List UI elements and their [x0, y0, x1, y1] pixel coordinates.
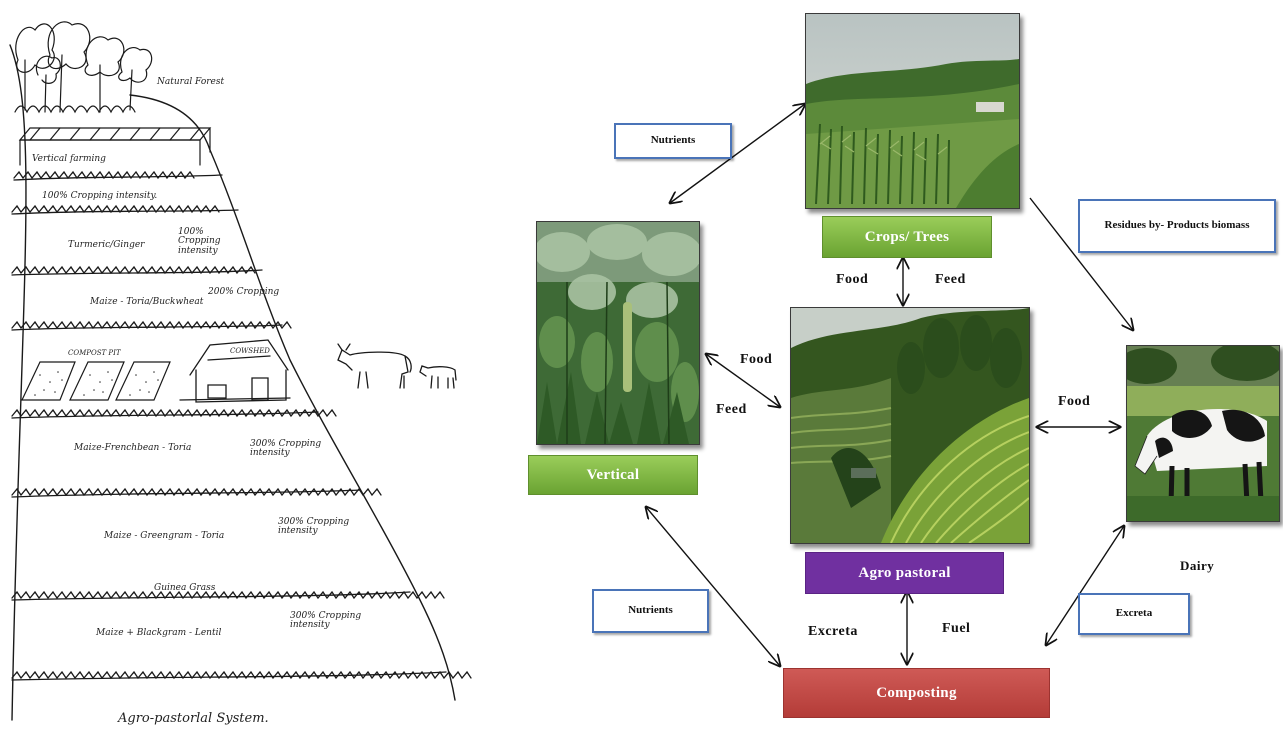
natural-forest-label: Natural Forest [157, 77, 225, 87]
nutrients-tag-top: Nutrients [614, 123, 732, 159]
food-label-dairy: Food [1058, 394, 1091, 409]
maize-blackgram-label: Maize + Blackgram - Lentil [96, 628, 222, 638]
cowshed-drawing [179, 339, 291, 403]
forest-trees [14, 21, 153, 114]
terrace-lines [11, 170, 472, 681]
hill-drawing [9, 21, 472, 721]
calf-drawing [419, 365, 457, 389]
maize-toria-buckwheat-label: Maize - Toria/Buckwheat [90, 297, 204, 307]
cropping-intensity-100-label: 100% Cropping intensity. [42, 191, 158, 201]
vertical-node: Vertical [528, 455, 698, 495]
agro-photo-art [791, 308, 1029, 543]
cropping-intensity-100b-label: 100% Cropping intensity [178, 227, 221, 256]
agro-pastoral-photo [790, 307, 1030, 544]
cropping-intensity-300a-label: 300% Cropping intensity [250, 439, 322, 459]
crops-photo-art [806, 14, 1019, 208]
cowshed-label: COWSHED [230, 347, 270, 355]
maize-greengram-label: Maize - Greengram - Toria [104, 531, 225, 541]
crops-trees-photo [805, 13, 1020, 209]
hill-left-edge [9, 44, 27, 721]
excreta-tag: Excreta [1078, 593, 1190, 635]
food-label-crops: Food [836, 272, 869, 287]
turmeric-ginger-label: Turmeric/Ginger [68, 240, 145, 250]
residues-tag: Residues by- Products biomass [1078, 199, 1276, 253]
nutrients-tag-bottom: Nutrients [592, 589, 709, 633]
compost-dots [34, 371, 159, 396]
arrow-vertical-composting [646, 507, 780, 666]
cropping-intensity-200-label: 200% Cropping [208, 287, 280, 297]
fuel-label-compost: Fuel [942, 621, 971, 636]
greenhouse-drawing [18, 127, 212, 166]
vertical-photo-art [537, 222, 699, 444]
compost-pits [21, 361, 171, 401]
cropping-intensity-300c-label: 300% Cropping intensity [290, 611, 362, 631]
food-label-vertical: Food [740, 352, 773, 367]
dairy-node: Dairy [1180, 558, 1215, 573]
maize-frenchbean-label: Maize-Frenchbean - Toria [74, 443, 192, 453]
cropping-intensity-300b-label: 300% Cropping intensity [278, 517, 350, 537]
vertical-farming-label: Vertical farming [32, 154, 106, 164]
sketch-caption: Agro-pastorlal System. [118, 711, 269, 726]
agro-pastoral-node: Agro pastoral [805, 552, 1004, 594]
hill-right-edge [129, 94, 456, 701]
agro-pastoral-sketch: Natural Forest Vertical farming 100% Cro… [0, 0, 500, 727]
excreta-label-compost: Excreta [808, 624, 858, 639]
crops-trees-node: Crops/ Trees [822, 216, 992, 258]
dairy-photo [1126, 345, 1280, 522]
cow-drawing [337, 343, 412, 389]
feed-label-crops: Feed [935, 272, 966, 287]
compost-pit-label: COMPOST PIT [68, 349, 121, 357]
guinea-grass-label: Guinea Grass [154, 583, 216, 593]
vertical-photo [536, 221, 700, 445]
composting-node: Composting [783, 668, 1050, 718]
dairy-photo-art [1127, 346, 1279, 521]
feed-label-vertical: Feed [716, 402, 747, 417]
